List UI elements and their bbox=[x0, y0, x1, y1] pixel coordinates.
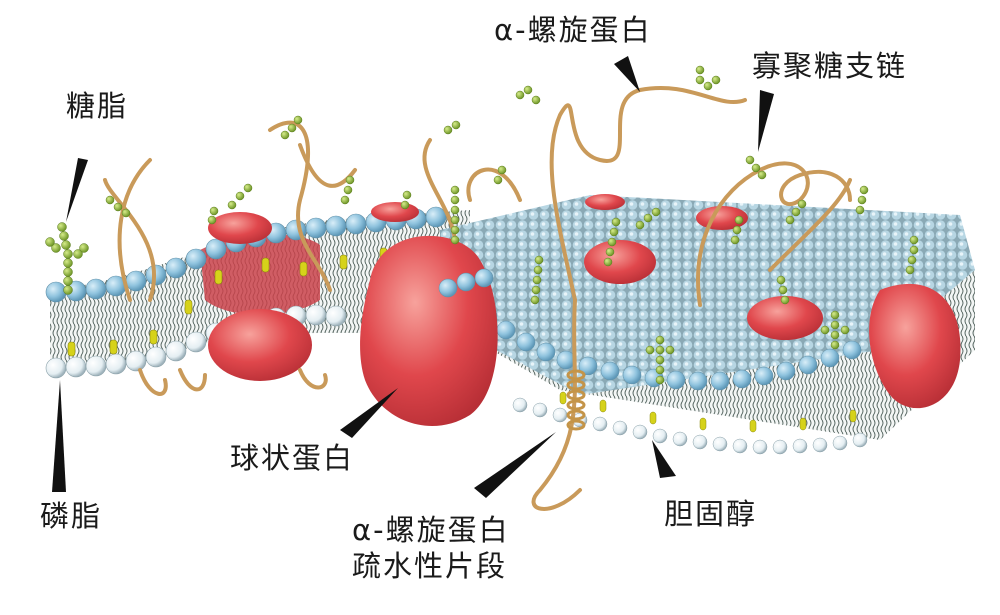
label-line-2: 疏水性片段 bbox=[352, 549, 508, 583]
globular-protein-shape bbox=[360, 235, 498, 427]
label-pointers bbox=[52, 56, 774, 498]
label-globular-protein: 球状蛋白 bbox=[230, 441, 355, 475]
pointer-glycolipid bbox=[66, 158, 88, 222]
pointer-phospholipid bbox=[52, 380, 66, 492]
label-glycolipid: 糖脂 bbox=[66, 89, 129, 123]
pointer-alpha-helix-protein bbox=[614, 56, 640, 92]
pointer-hydrophobic-segment bbox=[474, 432, 556, 498]
label-oligosaccharide-chain: 寡聚糖支链 bbox=[752, 49, 908, 83]
glycan-chains bbox=[45, 65, 919, 385]
label-line-1: α-螺旋蛋白 bbox=[352, 513, 510, 547]
label-alpha-helix-protein: α-螺旋蛋白 bbox=[494, 13, 652, 47]
protein-fibers bbox=[103, 86, 852, 511]
pointer-oligosaccharide bbox=[758, 90, 774, 152]
label-alpha-helix-hydrophobic-segment: α-螺旋蛋白 疏水性片段 bbox=[352, 512, 510, 584]
label-cholesterol: 胆固醇 bbox=[664, 497, 758, 531]
pointer-cholesterol bbox=[652, 440, 676, 478]
pointer-globular-protein bbox=[340, 388, 398, 438]
label-phospholipid: 磷脂 bbox=[40, 499, 103, 533]
